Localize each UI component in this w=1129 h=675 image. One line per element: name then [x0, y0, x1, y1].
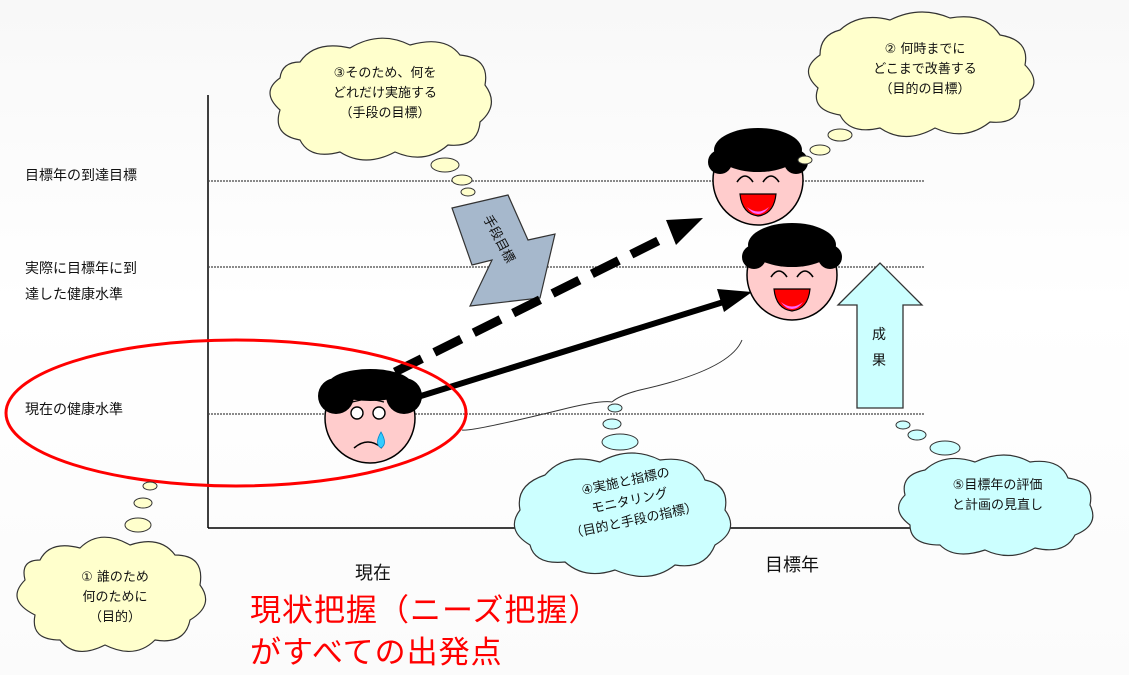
current-highlight-ellipse [4, 338, 468, 488]
headline: 現状把握（ニーズ把握） がすべての出発点 [250, 593, 601, 671]
now-axis-label: 現在 [355, 563, 391, 584]
actual-trend-arrow [407, 297, 731, 403]
sad-face [318, 369, 422, 464]
means-arrow: 手段目標 [451, 194, 556, 307]
monitoring-brace-left [461, 401, 613, 431]
monitoring-brace-right [611, 339, 743, 403]
bubble-5-text: ⑤目標年の評価 と計画の見直し [951, 478, 1043, 513]
tear-icon [377, 431, 385, 449]
planned-trend-arrow [392, 230, 673, 377]
target-year-axis-label: 目標年 [765, 555, 819, 576]
planned-arrowhead [666, 218, 703, 245]
result-arrow [836, 262, 924, 409]
bubble-1-text: ① 誰のため 何のために （目的） [81, 570, 149, 625]
happy-face-actual [742, 223, 842, 321]
thought-bubble-5 [895, 420, 1094, 557]
current-level-label: 現在の健康水準 [25, 402, 123, 418]
bubble-2-text: ② 何時までに どこまで改善する （目的の目標） [873, 42, 977, 97]
actual-arrowhead [717, 289, 752, 312]
actual-level-label: 実際に目標年に到 達した健康水準 [25, 261, 137, 303]
bubble-3-text: ③そのため、何を どれだけ実施する （手段の目標） [332, 66, 437, 121]
thought-bubble-4 [513, 403, 732, 578]
target-level-label: 目標年の到達目標 [25, 168, 137, 184]
happy-face-target [708, 128, 808, 226]
thought-bubble-3 [269, 37, 492, 197]
thought-bubble-2 [797, 11, 1035, 165]
thought-bubble-1 [16, 481, 207, 652]
result-arrow-label: 成果 [872, 327, 886, 369]
